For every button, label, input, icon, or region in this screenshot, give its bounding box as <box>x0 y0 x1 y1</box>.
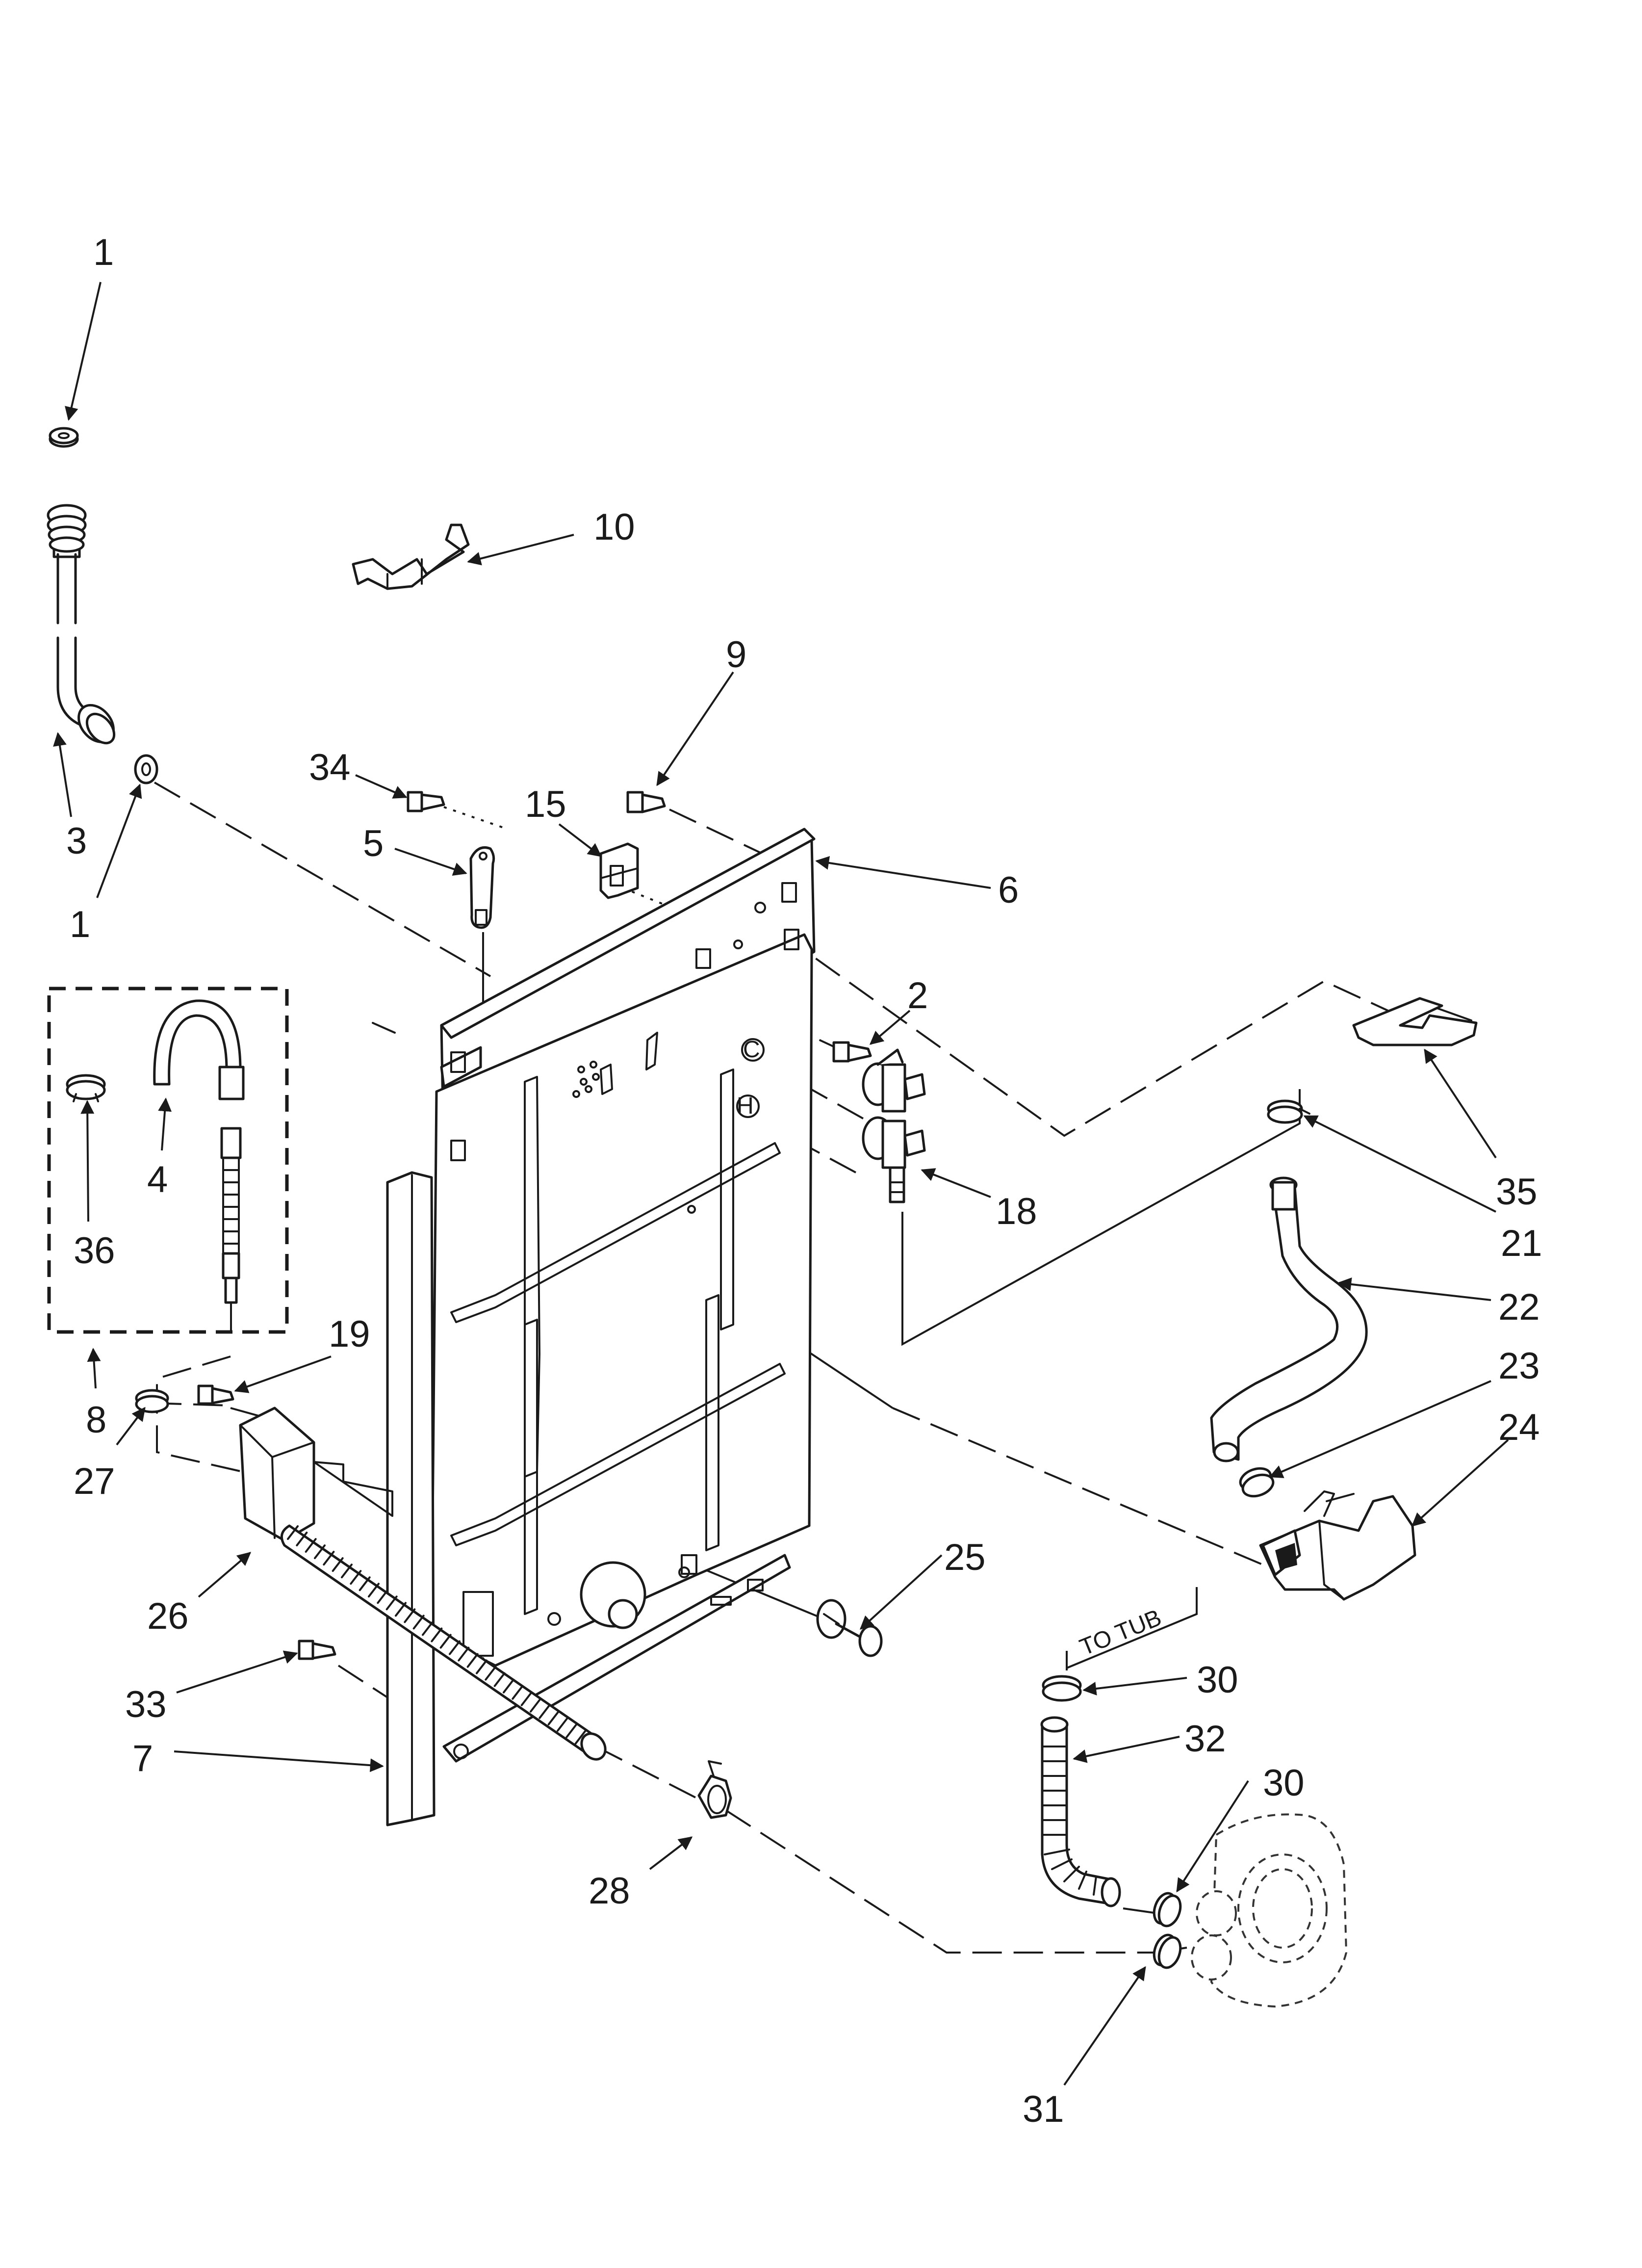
callout-30-lower: 30 <box>1263 1762 1305 1804</box>
side-rail <box>372 1022 436 1826</box>
to-tub-note: TO TUB <box>1076 1605 1165 1661</box>
part-19-screw <box>197 1384 234 1405</box>
part-28-clamp <box>697 1760 732 1819</box>
callout-1-top: 1 <box>93 232 114 273</box>
part-24-dispenser <box>1259 1490 1416 1601</box>
part-36-clamp <box>66 1074 106 1102</box>
callout-18: 18 <box>996 1191 1037 1232</box>
callout-5: 5 <box>363 823 384 864</box>
part-34-screw <box>407 791 445 812</box>
part-26-drain-hose-assembly <box>239 1407 607 1761</box>
part-32-pump-hose <box>1040 1716 1121 1907</box>
callout-7: 7 <box>132 1738 153 1779</box>
callout-24: 24 <box>1498 1407 1540 1448</box>
callout-28: 28 <box>589 1870 630 1912</box>
callout-33: 33 <box>125 1684 167 1725</box>
callout-22: 22 <box>1498 1286 1540 1328</box>
part-27-clamp <box>135 1389 169 1413</box>
part-10-bracket <box>352 523 470 590</box>
part-9-screw <box>626 791 666 813</box>
callout-10: 10 <box>593 506 635 548</box>
part-21-clamp <box>1267 1099 1310 1124</box>
part-25-plug <box>816 1599 883 1657</box>
callout-9: 9 <box>726 634 746 676</box>
callout-35: 35 <box>1496 1171 1538 1213</box>
callout-26: 26 <box>147 1595 189 1637</box>
part-5-strap <box>469 846 495 929</box>
callout-3: 3 <box>66 820 87 862</box>
callout-4: 4 <box>147 1159 168 1200</box>
part-35-bracket <box>1352 997 1478 1046</box>
part-1-washer-mid <box>134 754 158 784</box>
part-22-hose <box>1210 1176 1368 1462</box>
callout-1-mid: 1 <box>70 904 90 945</box>
part-18-water-valve <box>862 1048 926 1203</box>
callout-31: 31 <box>1023 2088 1064 2130</box>
leader-lines <box>53 282 1509 2086</box>
pump-reference-ghost <box>1191 1813 1348 2008</box>
part-4-fill-hose <box>153 999 245 1333</box>
callout-19: 19 <box>329 1313 370 1355</box>
callout-32: 32 <box>1184 1718 1226 1760</box>
rear-panel: C H <box>430 828 816 1763</box>
callout-21: 21 <box>1501 1223 1542 1264</box>
part-1-washer-top <box>49 427 79 448</box>
part-3-inlet-hose <box>47 504 116 745</box>
callout-2: 2 <box>907 975 928 1017</box>
callout-8: 8 <box>86 1399 106 1441</box>
callout-6: 6 <box>998 869 1019 911</box>
part-31-clamp <box>1153 1933 1182 1969</box>
callout-36: 36 <box>74 1230 115 1272</box>
callout-15: 15 <box>525 783 566 825</box>
part-30-clamp-top <box>1042 1675 1082 1702</box>
callout-34: 34 <box>309 747 351 788</box>
valve-h-mark: H <box>737 1093 754 1119</box>
part-23-clamp <box>1239 1467 1275 1498</box>
part-33-screw <box>298 1640 336 1660</box>
callout-23: 23 <box>1498 1345 1540 1387</box>
callout-30-top: 30 <box>1197 1659 1238 1701</box>
part-2-screw <box>832 1041 872 1063</box>
callout-27: 27 <box>74 1460 115 1502</box>
valve-c-mark: C <box>743 1037 760 1063</box>
callout-25: 25 <box>944 1537 986 1578</box>
part-30-clamp-lower <box>1153 1892 1182 1928</box>
part-8-hose-kit-box <box>47 987 289 1334</box>
part-15-clip <box>599 842 639 899</box>
